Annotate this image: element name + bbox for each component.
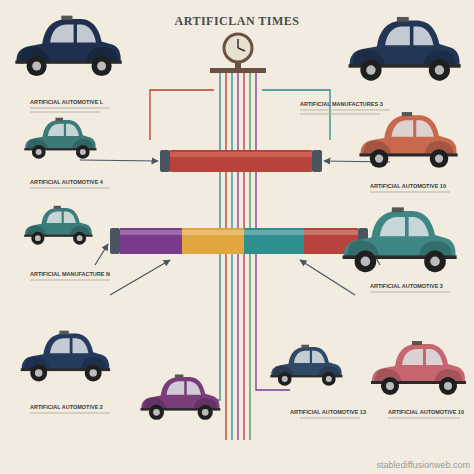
car-label: ARTIFICIAL AUTOMOTIVE 10 (370, 184, 446, 190)
car-label: ARTIFICIAL AUTOMOTIVE 2 (30, 405, 103, 411)
watermark: stablediffusionweb.com (377, 460, 470, 470)
car-label: ARTIFICIAL AUTOMOTIVE 13 (290, 410, 366, 416)
diagram-title: ARTIFICLAN TIMES (174, 14, 299, 29)
car-label: ARTIFICIAL AUTOMOTIVE L (30, 100, 103, 106)
car-label: ARTIFICIAL AUTOMOTIVE 10 (388, 410, 464, 416)
car-label: ARTIFICIAL AUTOMOTIVE 3 (370, 284, 443, 290)
car-label: ARTIFICIAL MANUFACTURES 3 (300, 102, 383, 108)
car-label: ARTIFICIAL AUTOMOTIVE 4 (30, 180, 103, 186)
car-label: ARTIFICIAL MANUFACTURE N (30, 272, 110, 278)
